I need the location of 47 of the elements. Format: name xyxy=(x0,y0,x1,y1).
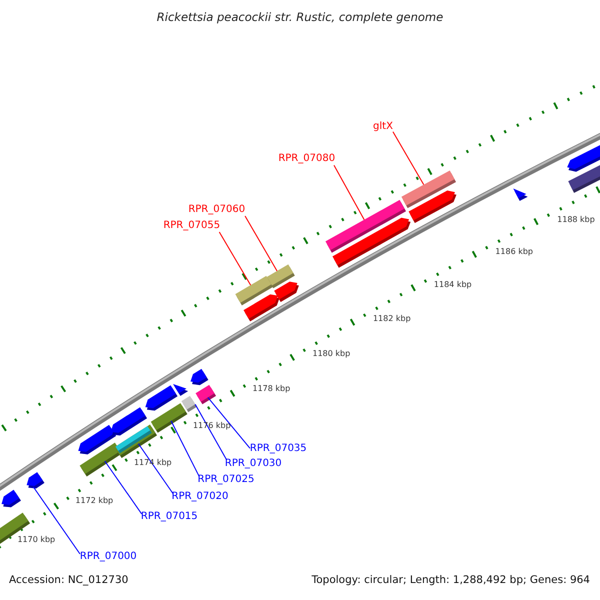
genome-info-text: Topology: circular; Length: 1,288,492 bp; Genes: 964 xyxy=(312,574,590,587)
gene-label: RPR_07055 xyxy=(163,220,220,232)
leader-line xyxy=(218,232,252,286)
gene-feature xyxy=(110,407,148,436)
gene-label: RPR_07030 xyxy=(224,458,282,470)
gene-feature xyxy=(26,472,44,488)
gene-feature xyxy=(274,282,299,302)
tick-label: 1172 kbp xyxy=(75,496,114,506)
gene-block xyxy=(181,396,197,412)
gene-feature xyxy=(190,368,208,386)
leader-line xyxy=(207,396,250,449)
leader-line xyxy=(392,131,424,186)
gene-feature xyxy=(513,188,528,201)
tick-label: 1180 kbp xyxy=(312,348,350,359)
tick-label: 1170 kbp xyxy=(17,534,56,545)
gene-label: gltX xyxy=(373,121,393,133)
gene-block xyxy=(196,384,216,404)
gene-label: RPR_07015 xyxy=(140,510,198,523)
leader-line xyxy=(104,460,142,514)
gene-label: RPR_07020 xyxy=(172,490,228,503)
gene-label: RPR_07060 xyxy=(188,204,246,216)
tick-label: 1178 kbp xyxy=(252,384,290,394)
gene-feature xyxy=(567,144,600,172)
leader-line xyxy=(334,164,365,220)
leader-line xyxy=(194,404,228,460)
gene-label: RPR_07035 xyxy=(250,443,307,456)
gene-label: RPR_07025 xyxy=(198,474,254,486)
gene-feature xyxy=(244,294,280,322)
tick-label: 1186 kbp xyxy=(495,246,533,257)
gene-feature xyxy=(2,490,21,508)
gene-feature xyxy=(78,424,116,454)
diagram-title: Rickettsia peacockii str. Rustic, complete genome xyxy=(156,10,444,24)
leader-line xyxy=(170,420,200,478)
gene-feature xyxy=(332,218,411,268)
tick-label: 1188 kbp xyxy=(557,214,595,225)
gene-feature xyxy=(408,190,456,223)
gene-label: RPR_07000 xyxy=(80,550,137,563)
tick-label: 1184 kbp xyxy=(434,280,472,290)
accession-text: Accession: NC_012730 xyxy=(9,574,128,587)
gene-feature xyxy=(173,384,188,396)
leader-line xyxy=(32,486,80,554)
tick-label: 1182 kbp xyxy=(372,314,411,324)
leader-line xyxy=(138,443,174,494)
leader-line xyxy=(244,216,278,272)
gene-feature xyxy=(145,385,178,411)
gene-block xyxy=(568,163,600,193)
gene-label: RPR_07080 xyxy=(278,153,336,166)
